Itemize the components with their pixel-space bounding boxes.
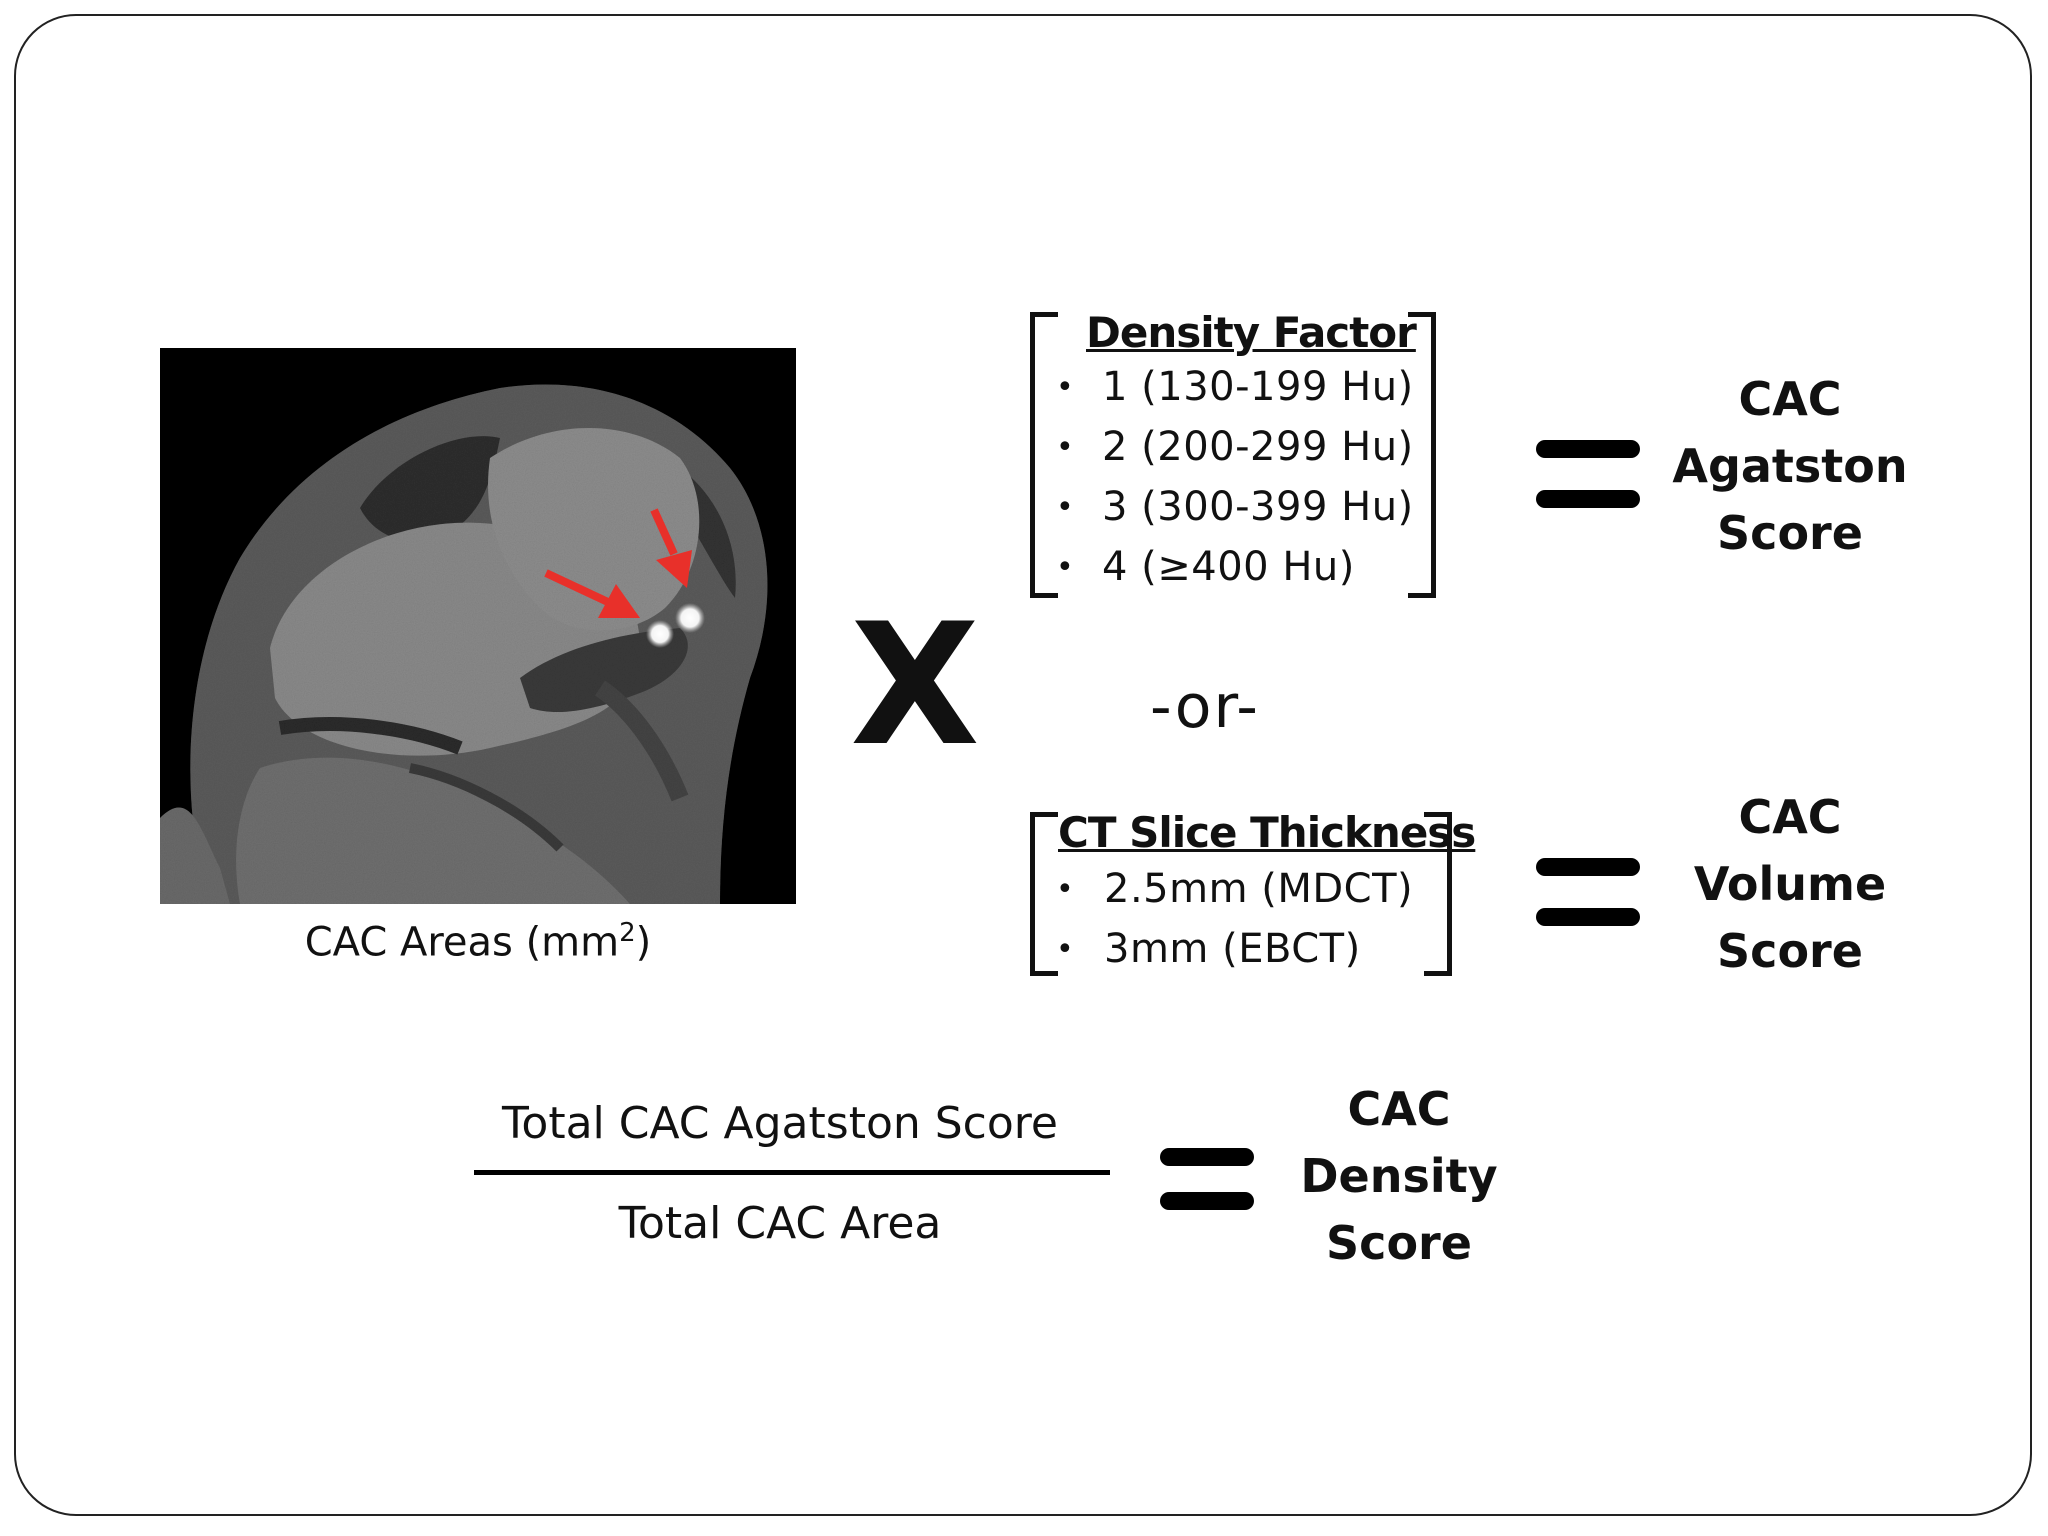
slice-thickness-item: 3mm (EBCT) bbox=[1104, 926, 1361, 972]
bullet-icon: • bbox=[1056, 550, 1074, 585]
density-factor-item: 2 (200-299 Hu) bbox=[1102, 424, 1414, 470]
equals-sign bbox=[1536, 858, 1640, 926]
bullet-icon: • bbox=[1056, 370, 1074, 405]
density-factor-title: Density Factor bbox=[1086, 308, 1417, 357]
slice-thickness-left-bracket bbox=[1030, 812, 1058, 976]
arrow-head-icon bbox=[598, 584, 640, 618]
fraction-line bbox=[474, 1170, 1110, 1175]
or-label: -or- bbox=[1150, 672, 1260, 742]
density-factor-item: 3 (300-399 Hu) bbox=[1102, 484, 1414, 530]
density-factor-item: 1 (130-199 Hu) bbox=[1102, 364, 1414, 410]
bullet-icon: • bbox=[1056, 932, 1074, 967]
ct-image-caption: CAC Areas (mm2) bbox=[304, 918, 652, 966]
arrow-icon bbox=[650, 508, 678, 556]
slice-thickness-item: 2.5mm (MDCT) bbox=[1104, 866, 1414, 912]
fraction-denominator: Total CAC Area bbox=[618, 1198, 942, 1249]
bullet-icon: • bbox=[1056, 490, 1074, 525]
density-factor-left-bracket bbox=[1030, 312, 1058, 598]
slice-thickness-right-bracket bbox=[1424, 812, 1452, 976]
arrow-icon bbox=[544, 569, 612, 607]
cac-agatston-score-label: CAC Agatston Score bbox=[1672, 372, 1908, 560]
arrow-head-icon bbox=[656, 550, 692, 588]
calcification-spot bbox=[675, 603, 705, 633]
red-arrows bbox=[544, 508, 692, 618]
slice-thickness-title: CT Slice Thickness bbox=[1058, 808, 1476, 857]
calcification-spot bbox=[646, 620, 674, 648]
bullet-icon: • bbox=[1056, 430, 1074, 465]
density-factor-right-bracket bbox=[1408, 312, 1436, 598]
cac-volume-score-label: CAC Volume Score bbox=[1693, 790, 1887, 978]
fraction-numerator: Total CAC Agatston Score bbox=[502, 1098, 1058, 1149]
cac-density-score-label: CAC Density Score bbox=[1300, 1082, 1498, 1270]
equals-sign bbox=[1160, 1148, 1254, 1210]
density-factor-item: 4 (≥400 Hu) bbox=[1102, 544, 1355, 590]
bullet-icon: • bbox=[1056, 872, 1074, 907]
multiply-sign: X bbox=[850, 587, 980, 783]
equals-sign bbox=[1536, 440, 1640, 508]
ct-scan-image bbox=[160, 348, 796, 904]
